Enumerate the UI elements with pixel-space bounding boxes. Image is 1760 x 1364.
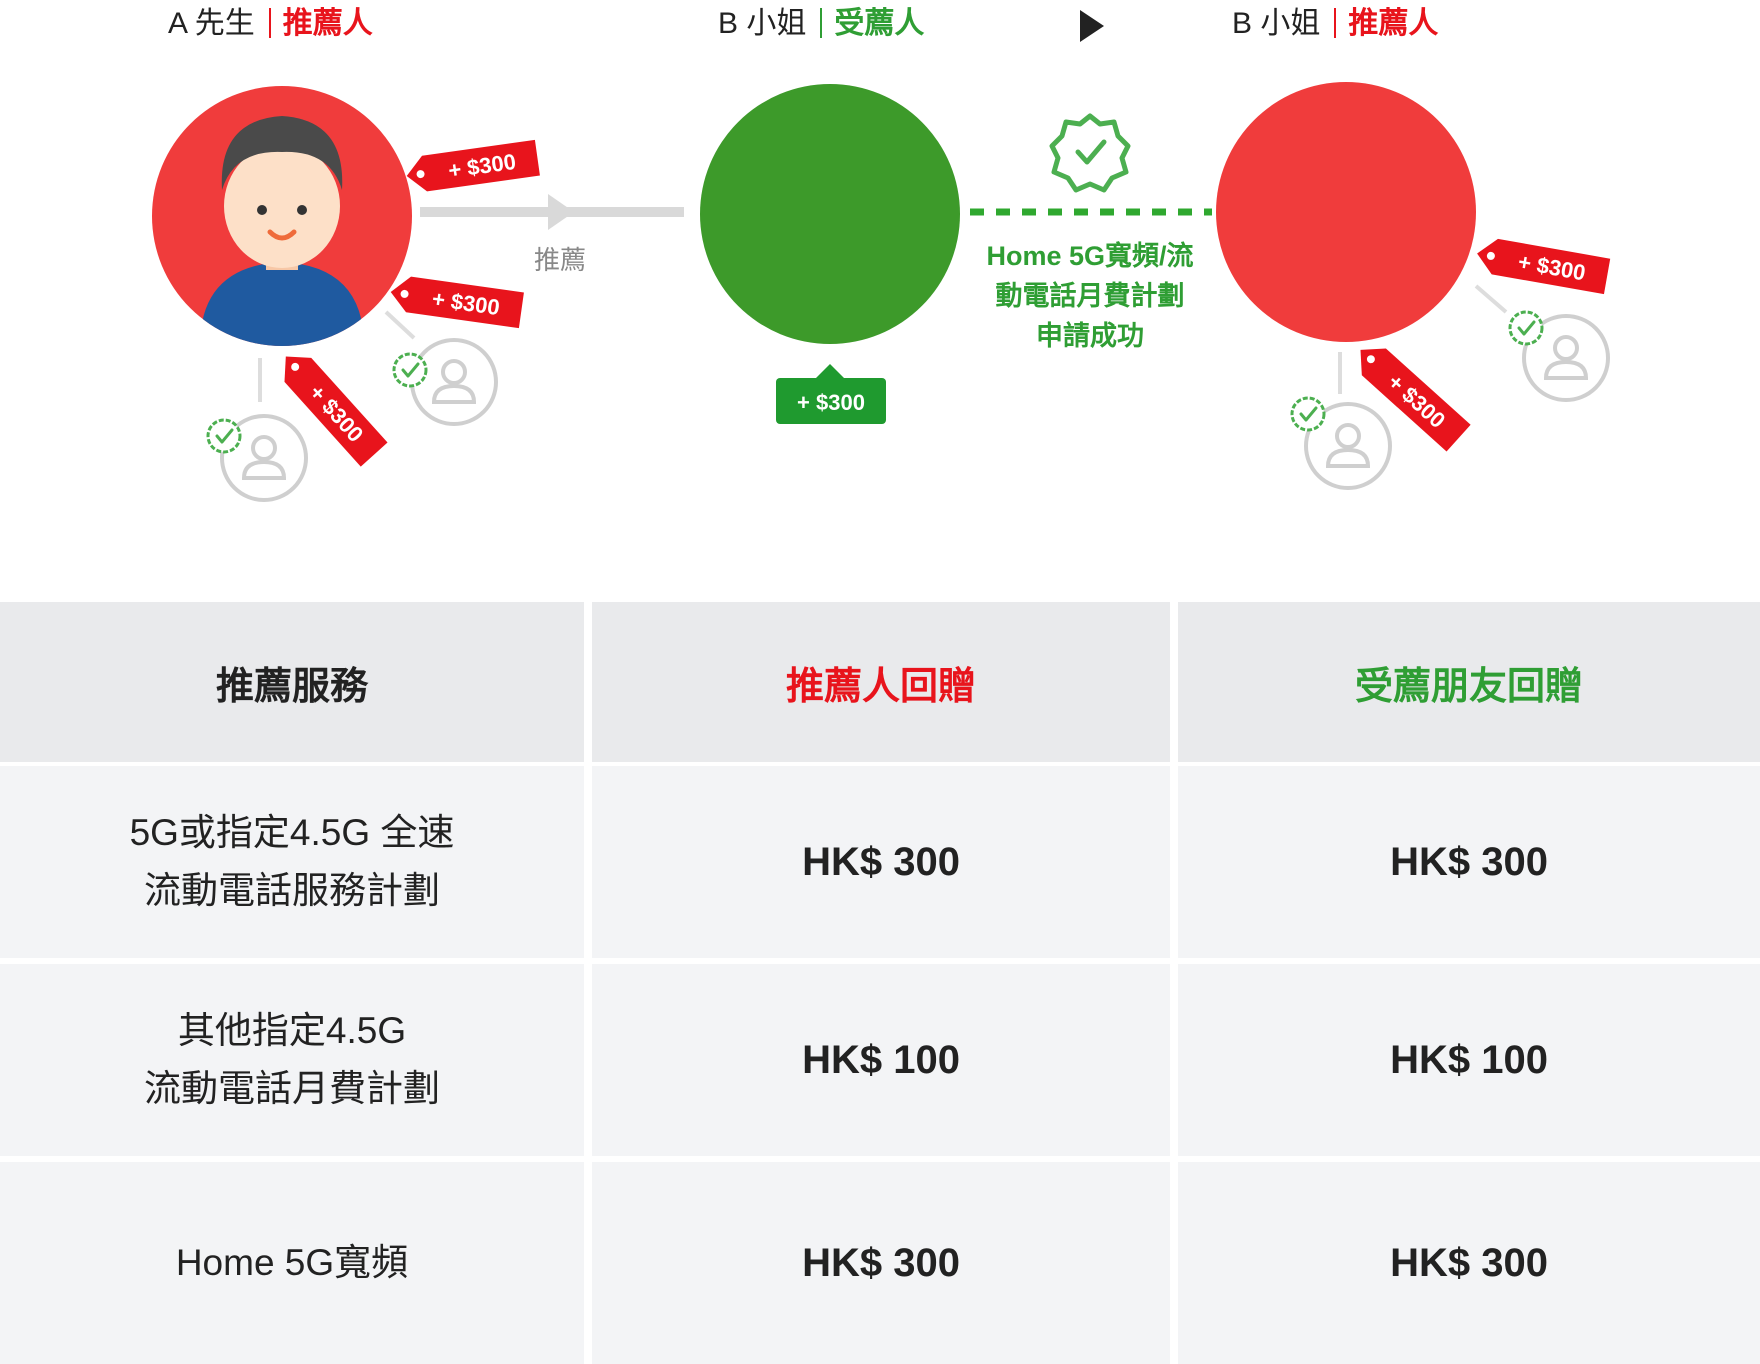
- referee-amount: HK$ 100: [1178, 964, 1760, 1156]
- person-b-after-header: B 小姐推薦人: [1232, 4, 1438, 44]
- person-b-header: B 小姐受薦人: [718, 4, 924, 44]
- person-a-name: A 先生: [168, 7, 255, 40]
- verified-badge-icon: [206, 418, 242, 454]
- success-label-line: 申請成功: [1036, 321, 1144, 351]
- verified-badge-icon: [1508, 310, 1544, 346]
- reward-tag: + $300: [388, 274, 524, 329]
- table-row: 其他指定4.5G 流動電話月費計劃 HK$ 100 HK$ 100: [0, 964, 1760, 1156]
- success-label: Home 5G寬頻/流 動電話月費計劃 申請成功: [960, 236, 1220, 356]
- referee-reward-text: + $300: [797, 390, 865, 415]
- verified-badge-icon: [392, 352, 428, 388]
- header-referrer-reward: 推薦人回贈: [592, 602, 1170, 762]
- person-a-role: 推薦人: [282, 7, 373, 40]
- referrer-amount: HK$ 300: [592, 766, 1170, 958]
- header-service: 推薦服務: [0, 602, 584, 762]
- service-line: 流動電話服務計劃: [143, 870, 440, 911]
- referrer-amount: HK$ 100: [592, 964, 1170, 1156]
- reward-tag: + $300: [1473, 235, 1611, 295]
- service-cell: 5G或指定4.5G 全速 流動電話服務計劃: [0, 766, 584, 958]
- service-line: 流動電話月費計劃: [144, 1068, 440, 1109]
- divider: [820, 8, 823, 38]
- divider: [268, 8, 271, 38]
- service-line: Home 5G寬頻: [175, 1242, 409, 1283]
- divider: [1334, 8, 1337, 38]
- connector: [384, 310, 416, 340]
- service-line: 5G或指定4.5G 全速: [129, 812, 455, 853]
- person-a-avatar: [152, 86, 412, 346]
- person-b-after-name: B 小姐: [1232, 7, 1321, 40]
- service-cell: 其他指定4.5G 流動電話月費計劃: [0, 964, 584, 1156]
- verified-badge-icon: [1290, 396, 1326, 432]
- success-label-line: 動電話月費計劃: [995, 281, 1185, 311]
- success-check-icon: [1049, 113, 1131, 193]
- referral-flow-diagram: + $300 + $300 + $300 + $300 +: [152, 10, 1611, 502]
- referral-arrow-label: 推薦: [533, 245, 586, 275]
- service-line: 其他指定4.5G: [177, 1010, 407, 1051]
- table-row: Home 5G寬頻 HK$ 300 HK$ 300: [0, 1162, 1760, 1364]
- header-referee-reward: 受薦朋友回贈: [1178, 602, 1760, 762]
- connector: [1474, 284, 1508, 314]
- table-header-row: 推薦服務 推薦人回贈 受薦朋友回贈: [0, 602, 1760, 762]
- person-b-role: 受薦人: [834, 7, 925, 40]
- referrer-amount: HK$ 300: [592, 1162, 1170, 1364]
- person-b-after-role: 推薦人: [1348, 7, 1439, 40]
- person-a-header: A 先生推薦人: [168, 4, 373, 44]
- referee-reward-tag: + $300: [776, 364, 886, 424]
- person-b-after-avatar: [1216, 82, 1476, 342]
- referee-amount: HK$ 300: [1178, 1162, 1760, 1364]
- referred-friend-icon: [410, 338, 498, 426]
- person-b-name: B 小姐: [718, 7, 807, 40]
- table-row: 5G或指定4.5G 全速 流動電話服務計劃 HK$ 300 HK$ 300: [0, 766, 1760, 958]
- success-label-line: Home 5G寬頻/流: [986, 241, 1194, 271]
- reward-tag: + $300: [404, 139, 540, 194]
- referee-amount: HK$ 300: [1178, 766, 1760, 958]
- referral-arrow: [420, 194, 684, 230]
- person-b-avatar: [700, 84, 960, 344]
- next-step-arrow-icon: [1080, 10, 1104, 42]
- service-cell: Home 5G寬頻: [0, 1162, 584, 1364]
